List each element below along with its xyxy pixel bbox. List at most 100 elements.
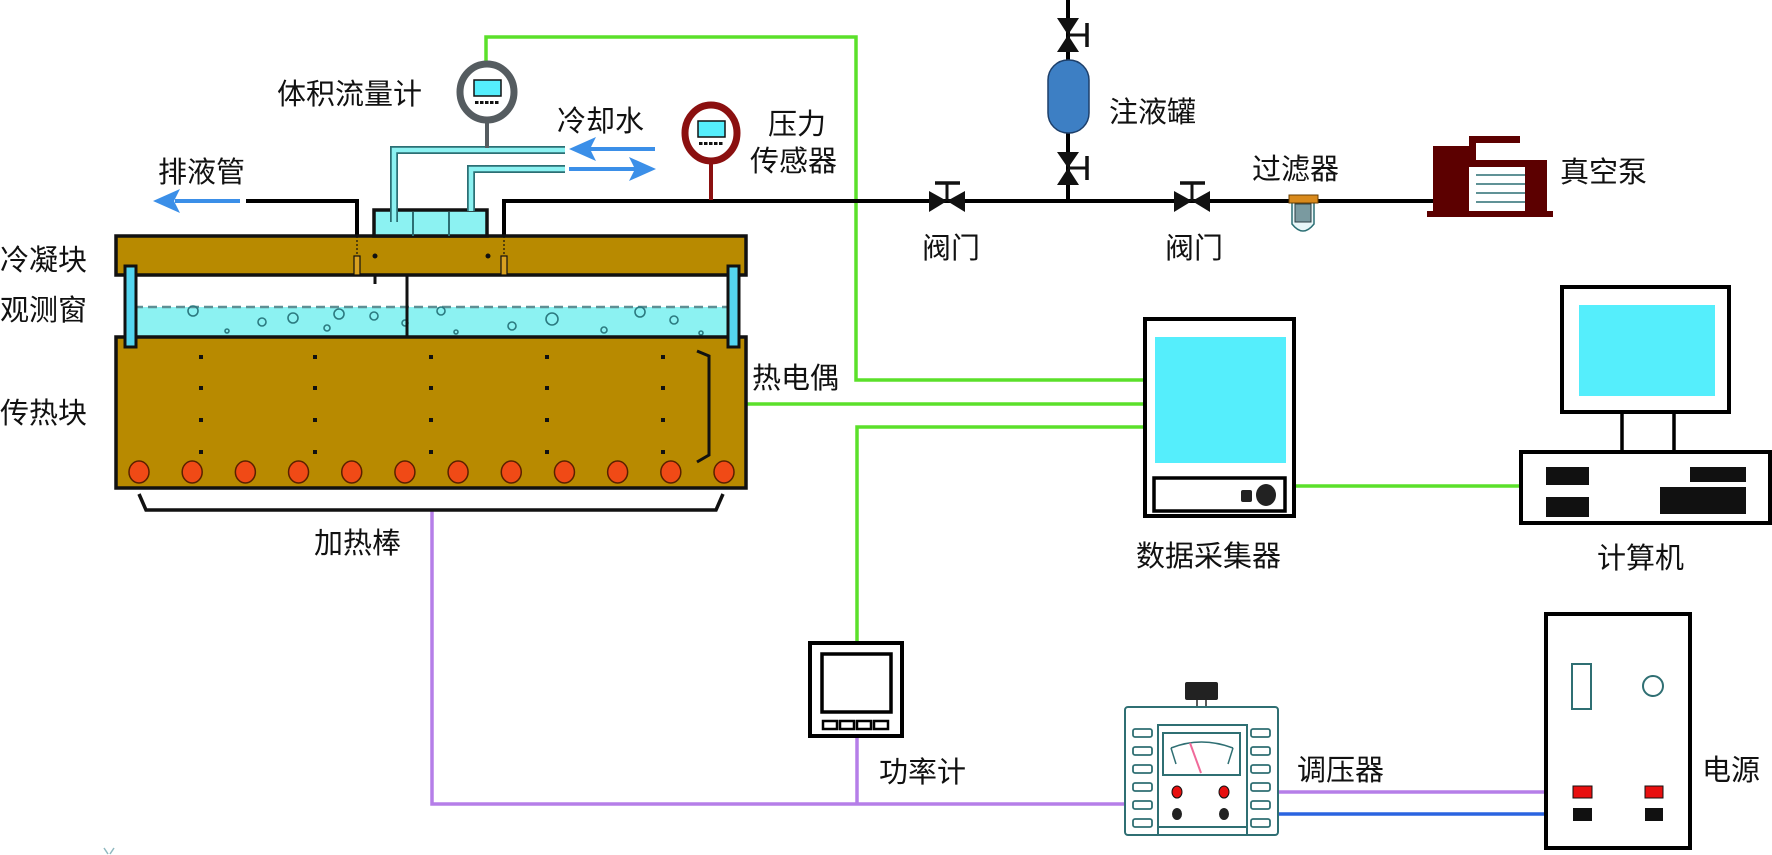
regulator-vent-slot [1250, 764, 1271, 774]
regulator-vent-slot [1250, 728, 1271, 738]
thermocouple-point [545, 450, 549, 454]
regulator-terminal-out-live[interactable] [1218, 785, 1230, 799]
drain-line: 排液管 [153, 155, 359, 236]
regulator-vent-slot [1250, 818, 1271, 828]
cooling-water-in-arrow-icon [569, 137, 655, 161]
thermocouple-point [199, 418, 203, 422]
regulator-vent-slot [1132, 818, 1153, 828]
pressure-sensor-display [697, 120, 726, 138]
regulator-knob[interactable] [1185, 682, 1218, 700]
thermocouple-point [429, 355, 433, 359]
thermocouple-point [199, 355, 203, 359]
main-vacuum-pipe [502, 199, 1433, 236]
filter: 过滤器 [1252, 152, 1339, 232]
heating-rod [660, 460, 682, 484]
power-meter-label: 功率计 [879, 755, 966, 789]
regulator-vent-slot [1132, 764, 1153, 774]
thermocouple-point [313, 418, 317, 422]
drain-arrow-icon [153, 189, 240, 213]
heating-rod [234, 460, 257, 484]
liquid-layer [130, 307, 730, 337]
signal-wires [484, 35, 1520, 642]
voltage-regulator[interactable]: 调压器 [1124, 682, 1384, 836]
thermocouple-point [661, 355, 665, 359]
observation-window-left [123, 264, 138, 349]
regulator-vent-slot [1132, 800, 1153, 810]
thermocouple-point [199, 450, 203, 454]
heating-rod [500, 460, 523, 484]
heating-rod [340, 460, 363, 484]
supply-terminal-live-1[interactable] [1572, 785, 1593, 799]
computer-screen [1579, 305, 1715, 396]
regulator-vent-slot [1250, 800, 1271, 810]
valve-2[interactable]: 阀门 [1165, 181, 1223, 265]
thermocouple-point [313, 386, 317, 390]
thermocouple-point [429, 386, 433, 390]
data-logger-label: 数据采集器 [1136, 539, 1281, 573]
vacuum-port [500, 255, 508, 276]
thermocouple-label: 热电偶 [752, 361, 839, 395]
supply-terminal-live-2[interactable] [1644, 785, 1664, 799]
flowmeter-signal-wire [484, 35, 1145, 382]
data-logger[interactable]: 数据采集器 [1136, 317, 1296, 573]
valve-1-label: 阀门 [922, 231, 980, 265]
pressure-sensor-label-2: 传感器 [750, 144, 837, 178]
observation-window-label: 观测窗 [0, 293, 87, 327]
regulator-needle [1189, 742, 1202, 774]
heating-rod [713, 460, 735, 484]
thermocouple-point [661, 418, 665, 422]
drain-pipe-label: 排液管 [158, 155, 245, 189]
thermocouple-point [661, 386, 665, 390]
drain-port [353, 255, 361, 276]
regulator-gauge [1162, 732, 1241, 776]
computer-label: 计算机 [1597, 541, 1684, 575]
tank-lower-valve[interactable] [1057, 152, 1089, 185]
artifact-mark [103, 847, 115, 855]
valve-1[interactable]: 阀门 [922, 181, 980, 265]
power-meter[interactable]: 功率计 [808, 641, 966, 789]
heating-rods [128, 460, 735, 484]
thermocouple-point [545, 355, 549, 359]
regulator-vent-slot [1250, 782, 1271, 792]
tank-upper-valve[interactable] [1057, 18, 1089, 52]
thermocouple-point [545, 418, 549, 422]
injection-tank [1047, 59, 1090, 134]
bubbles [187, 305, 704, 336]
heating-rod [447, 460, 469, 484]
regulator-vent-slot [1132, 782, 1153, 792]
thermocouple-points [199, 355, 665, 454]
thermocouple-point [429, 450, 433, 454]
thermocouple-point [313, 450, 317, 454]
vacuum-pump: 真空泵 [1427, 136, 1647, 217]
supply-terminal-neutral-1[interactable] [1573, 808, 1592, 821]
regulator-vent-slot [1132, 746, 1153, 756]
pressure-sensor-label-1: 压力 [768, 107, 826, 141]
data-logger-knob [1256, 484, 1276, 506]
regulator-terminal-in-live[interactable] [1171, 785, 1183, 799]
cooling-water-out-arrow-icon [569, 157, 656, 181]
computer[interactable]: 计算机 [1519, 285, 1772, 575]
power-switch[interactable] [1571, 663, 1592, 710]
supply-terminal-neutral-2[interactable] [1645, 808, 1663, 821]
heating-rod [287, 460, 310, 484]
voltage-regulator-label: 调压器 [1297, 753, 1384, 787]
observation-window-right [726, 264, 741, 349]
drain-pipe [246, 199, 359, 236]
data-logger-button [1241, 490, 1252, 502]
heating-rod-bracket [137, 493, 725, 512]
injection-tank-assembly: 注液罐 [1047, 18, 1196, 185]
filter-label: 过滤器 [1252, 152, 1339, 186]
heating-rod [128, 460, 150, 484]
thermocouple-point [199, 386, 203, 390]
heating-rod [606, 460, 629, 484]
data-logger-screen [1155, 337, 1286, 463]
pressure-sensor: 压力 传感器 [681, 101, 837, 200]
regulator-terminal-in-neutral[interactable] [1172, 808, 1182, 820]
heating-rod [394, 460, 416, 484]
regulator-terminal-out-neutral[interactable] [1219, 808, 1229, 820]
heating-rod [553, 460, 576, 484]
power-supply[interactable]: 电源 [1544, 612, 1760, 850]
thermocouple-point [545, 386, 549, 390]
thermocouple-point [429, 418, 433, 422]
